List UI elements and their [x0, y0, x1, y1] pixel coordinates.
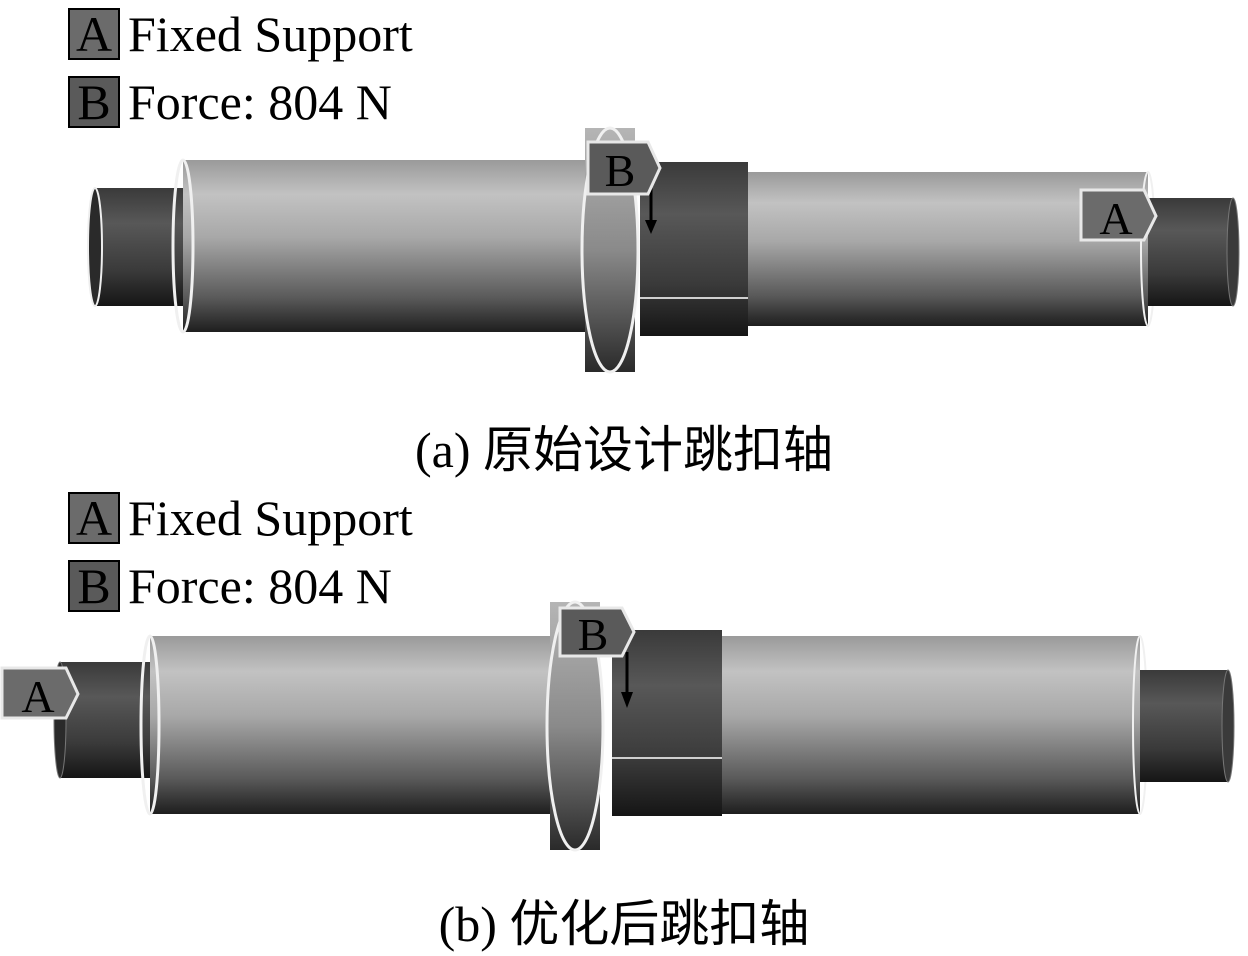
legend-label: Force: 804 N	[128, 74, 392, 130]
shaft-main-section	[150, 636, 565, 814]
legend-b: A Fixed Support B Force: 804 N	[68, 484, 413, 620]
legend-swatch-a: A	[68, 492, 120, 544]
legend-item-fixed-support: A Fixed Support	[68, 484, 413, 552]
marker-b-label: B	[605, 145, 636, 196]
legend-label: Force: 804 N	[128, 558, 392, 614]
marker-b: B	[586, 140, 662, 196]
shaft-right-section	[722, 636, 1140, 814]
shaft-right-end-face	[1221, 669, 1235, 783]
marker-a: A	[1079, 188, 1158, 244]
caption-a: (a) 原始设计跳扣轴	[415, 422, 833, 478]
shaft-left-end	[95, 188, 195, 306]
shaft-right-end	[1148, 198, 1233, 306]
shaft-main-section	[183, 160, 603, 332]
marker-a: A	[0, 666, 80, 722]
legend-item-force: B Force: 804 N	[68, 68, 413, 136]
marker-a-label: A	[21, 671, 54, 722]
legend-swatch-a: A	[68, 8, 120, 60]
legend-item-fixed-support: A Fixed Support	[68, 0, 413, 68]
shaft-flange-face	[545, 600, 605, 852]
marker-b: B	[558, 606, 636, 660]
shaft-main-face	[171, 158, 195, 334]
shaft-right-end-face	[1226, 197, 1240, 307]
shaft-original: B A	[87, 126, 1240, 374]
legend-label: Fixed Support	[128, 490, 413, 546]
shaft-left-face	[87, 187, 103, 307]
legend-swatch-b: B	[68, 76, 120, 128]
force-arrow-head	[621, 692, 633, 708]
shaft-main-face	[139, 634, 161, 816]
shaft-collar	[612, 630, 722, 816]
shaft-right-end	[1140, 670, 1228, 782]
force-arrow-head	[645, 220, 657, 234]
marker-b-label: B	[578, 609, 609, 660]
legend-item-force: B Force: 804 N	[68, 552, 413, 620]
legend-label: Fixed Support	[128, 6, 413, 62]
caption-b: (b) 优化后跳扣轴	[438, 896, 810, 952]
shaft-collar	[640, 162, 748, 336]
legend-a: A Fixed Support B Force: 804 N	[68, 0, 413, 136]
shaft-optimized: B A	[0, 600, 1235, 852]
legend-swatch-b: B	[68, 560, 120, 612]
marker-a-label: A	[1099, 193, 1132, 244]
